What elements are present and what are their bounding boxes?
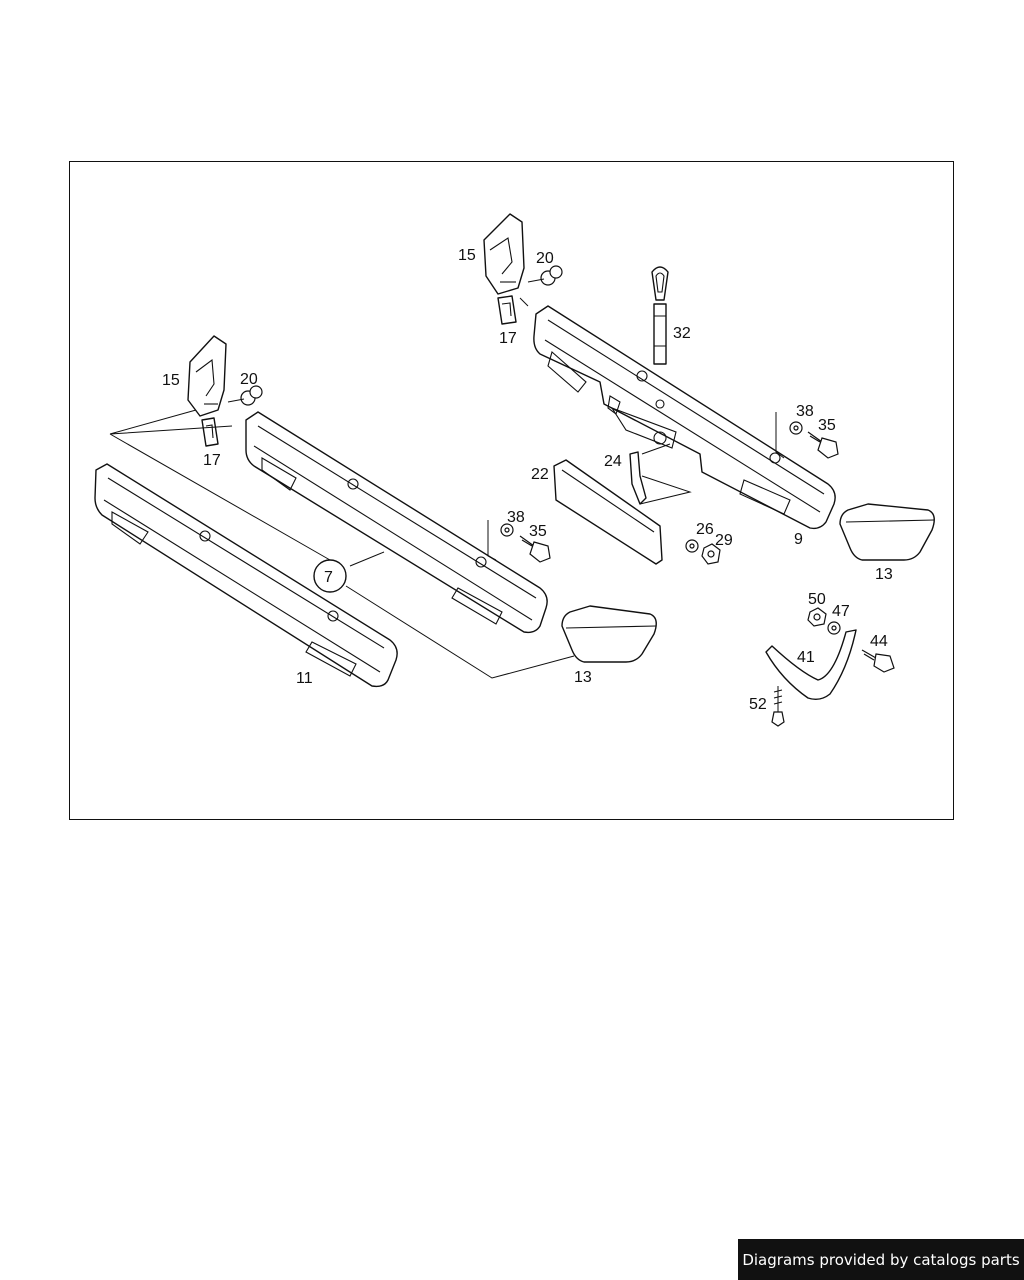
- callout-35-right: 35: [818, 417, 836, 434]
- bracket-part-15-right[interactable]: [483, 213, 525, 295]
- callout-32: 32: [673, 325, 691, 342]
- callout-22: 22: [531, 466, 549, 483]
- callout-38-left: 38: [507, 509, 525, 526]
- bolt-part-35-right[interactable]: [807, 431, 839, 459]
- washer-part-26[interactable]: [685, 539, 699, 553]
- clip-part-17-right[interactable]: [497, 295, 517, 325]
- callout-15-right: 15: [458, 247, 476, 264]
- callout-9: 9: [794, 531, 803, 548]
- diagram-frame: [69, 161, 954, 820]
- mud-flap-part-41[interactable]: [765, 629, 857, 701]
- nut-part-50[interactable]: [807, 607, 827, 627]
- callout-52: 52: [749, 696, 767, 713]
- callout-35-left: 35: [529, 523, 547, 540]
- callout-17-right: 17: [499, 330, 517, 347]
- nut-part-20-left[interactable]: [227, 385, 263, 406]
- washer-part-38-right[interactable]: [789, 421, 803, 435]
- attribution-badge: Diagrams provided by catalogs parts: [738, 1239, 1024, 1280]
- bumper-part-11[interactable]: [94, 463, 398, 688]
- clip-part-17-left[interactable]: [201, 417, 219, 447]
- screw-part-52[interactable]: [771, 686, 785, 727]
- callout-29: 29: [715, 532, 733, 549]
- callout-44: 44: [870, 633, 888, 650]
- callout-24: 24: [604, 453, 622, 470]
- callout-20-left: 20: [240, 371, 258, 388]
- nut-part-29[interactable]: [701, 543, 721, 565]
- nut-part-20-right[interactable]: [527, 265, 563, 286]
- callout-15-left: 15: [162, 372, 180, 389]
- bumper-part-9[interactable]: [533, 305, 836, 530]
- washer-part-47[interactable]: [827, 621, 841, 635]
- attribution-text: Diagrams provided by catalogs parts: [742, 1250, 1020, 1269]
- bracket-part-15-left[interactable]: [187, 335, 227, 417]
- assembly-callout-circle-7: [313, 559, 347, 593]
- callout-11: 11: [296, 670, 313, 687]
- callout-38-right: 38: [796, 403, 814, 420]
- callout-labels: 15 20 17 15 20 17 32 38 35 24 22 26 29 9…: [162, 247, 893, 713]
- callout-13-left: 13: [574, 669, 592, 686]
- callout-41: 41: [797, 649, 815, 666]
- callout-13-right: 13: [875, 566, 893, 583]
- callout-17-left: 17: [203, 452, 221, 469]
- bracket-part-24[interactable]: [629, 451, 692, 505]
- end-cap-part-13-right[interactable]: [839, 503, 935, 561]
- callout-47: 47: [832, 603, 850, 620]
- plate-holder-part-22[interactable]: [553, 459, 663, 565]
- callout-7: 7: [324, 569, 333, 586]
- bumper-middle[interactable]: [245, 411, 548, 634]
- towing-eye-part-32[interactable]: [651, 266, 669, 365]
- callout-50: 50: [808, 591, 826, 608]
- callout-26: 26: [696, 521, 714, 538]
- bolt-part-44[interactable]: [861, 649, 895, 673]
- washer-part-38-left[interactable]: [500, 523, 514, 537]
- leader-lines: [109, 297, 785, 679]
- callout-20-right: 20: [536, 250, 554, 267]
- bolt-part-35-left[interactable]: [519, 535, 551, 563]
- end-cap-part-13-left[interactable]: [561, 605, 657, 663]
